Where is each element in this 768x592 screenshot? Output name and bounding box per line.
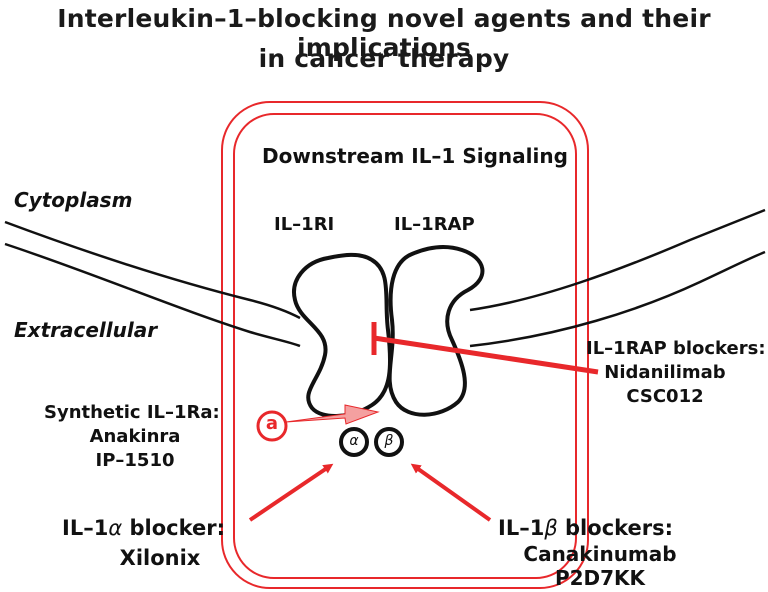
alpha-symbol: α: [349, 433, 359, 449]
il-1ra-agent-1: Anakinra: [89, 426, 181, 447]
membrane-right-lower: [469, 250, 766, 348]
downstream-signaling-label: Downstream IL–1 Signaling: [262, 144, 568, 168]
il-1-beta-ligand: [374, 427, 404, 457]
membrane-right-upper: [469, 208, 766, 312]
il-1rap-receptor-shape: [387, 245, 485, 417]
diagram-title-line-2: in cancer therapy: [258, 44, 510, 73]
il-1ra-agent-2: IP–1510: [95, 450, 175, 471]
il-1ra-arrow: [285, 404, 380, 425]
il-1rap-label: IL–1RAP: [394, 214, 475, 235]
il-1rap-agent-2: CSC012: [626, 386, 704, 407]
il-1-alpha-agent-1: Xilonix: [119, 546, 201, 570]
inner-frame: [233, 113, 577, 579]
il-1-beta-heading-symbol: β: [544, 516, 558, 540]
il-1ri-label: IL–1RI: [274, 214, 335, 235]
il-1rap-agent-1: Nidanilimab: [604, 362, 726, 383]
marker-a-circle: [256, 410, 288, 442]
il-1-alpha-heading-suffix: blocker:: [122, 516, 225, 540]
il-1-beta-heading-suffix: blockers:: [557, 516, 674, 540]
membrane-left-lower: [4, 242, 301, 348]
membrane-left-upper: [4, 220, 301, 320]
extracellular-label: Extracellular: [14, 318, 158, 342]
diagram-title-line-1: Interleukin–1–blocking novel agents and …: [57, 4, 711, 62]
cytoplasm-label: Cytoplasm: [14, 188, 133, 212]
beta-symbol: β: [384, 433, 394, 449]
il-1rap-blockers-heading: IL–1RAP blockers:: [586, 338, 766, 359]
il-1-alpha-blocker-heading: IL–1α blocker:: [62, 516, 225, 540]
il-1-alpha-ligand: [339, 427, 369, 457]
il-1-beta-agent-2: P2D7KK: [554, 566, 646, 590]
marker-a-label: a: [265, 413, 279, 434]
outer-frame: [221, 101, 589, 589]
il-1rap-blocker-line: [373, 335, 599, 375]
il-1-beta-blocker-arrow: [410, 463, 492, 522]
il-1-beta-blocker-heading: IL–1β blockers:: [498, 516, 673, 540]
il-1-beta-agent-1: Canakinumab: [523, 542, 677, 566]
il-1-alpha-blocker-arrow: [248, 463, 334, 522]
il-1-alpha-heading-symbol: α: [108, 516, 123, 540]
il-1ra-heading: Synthetic IL–1Ra:: [44, 402, 220, 423]
il-1-alpha-heading-prefix: IL–1: [62, 516, 109, 540]
il-1-beta-heading-prefix: IL–1: [498, 516, 545, 540]
